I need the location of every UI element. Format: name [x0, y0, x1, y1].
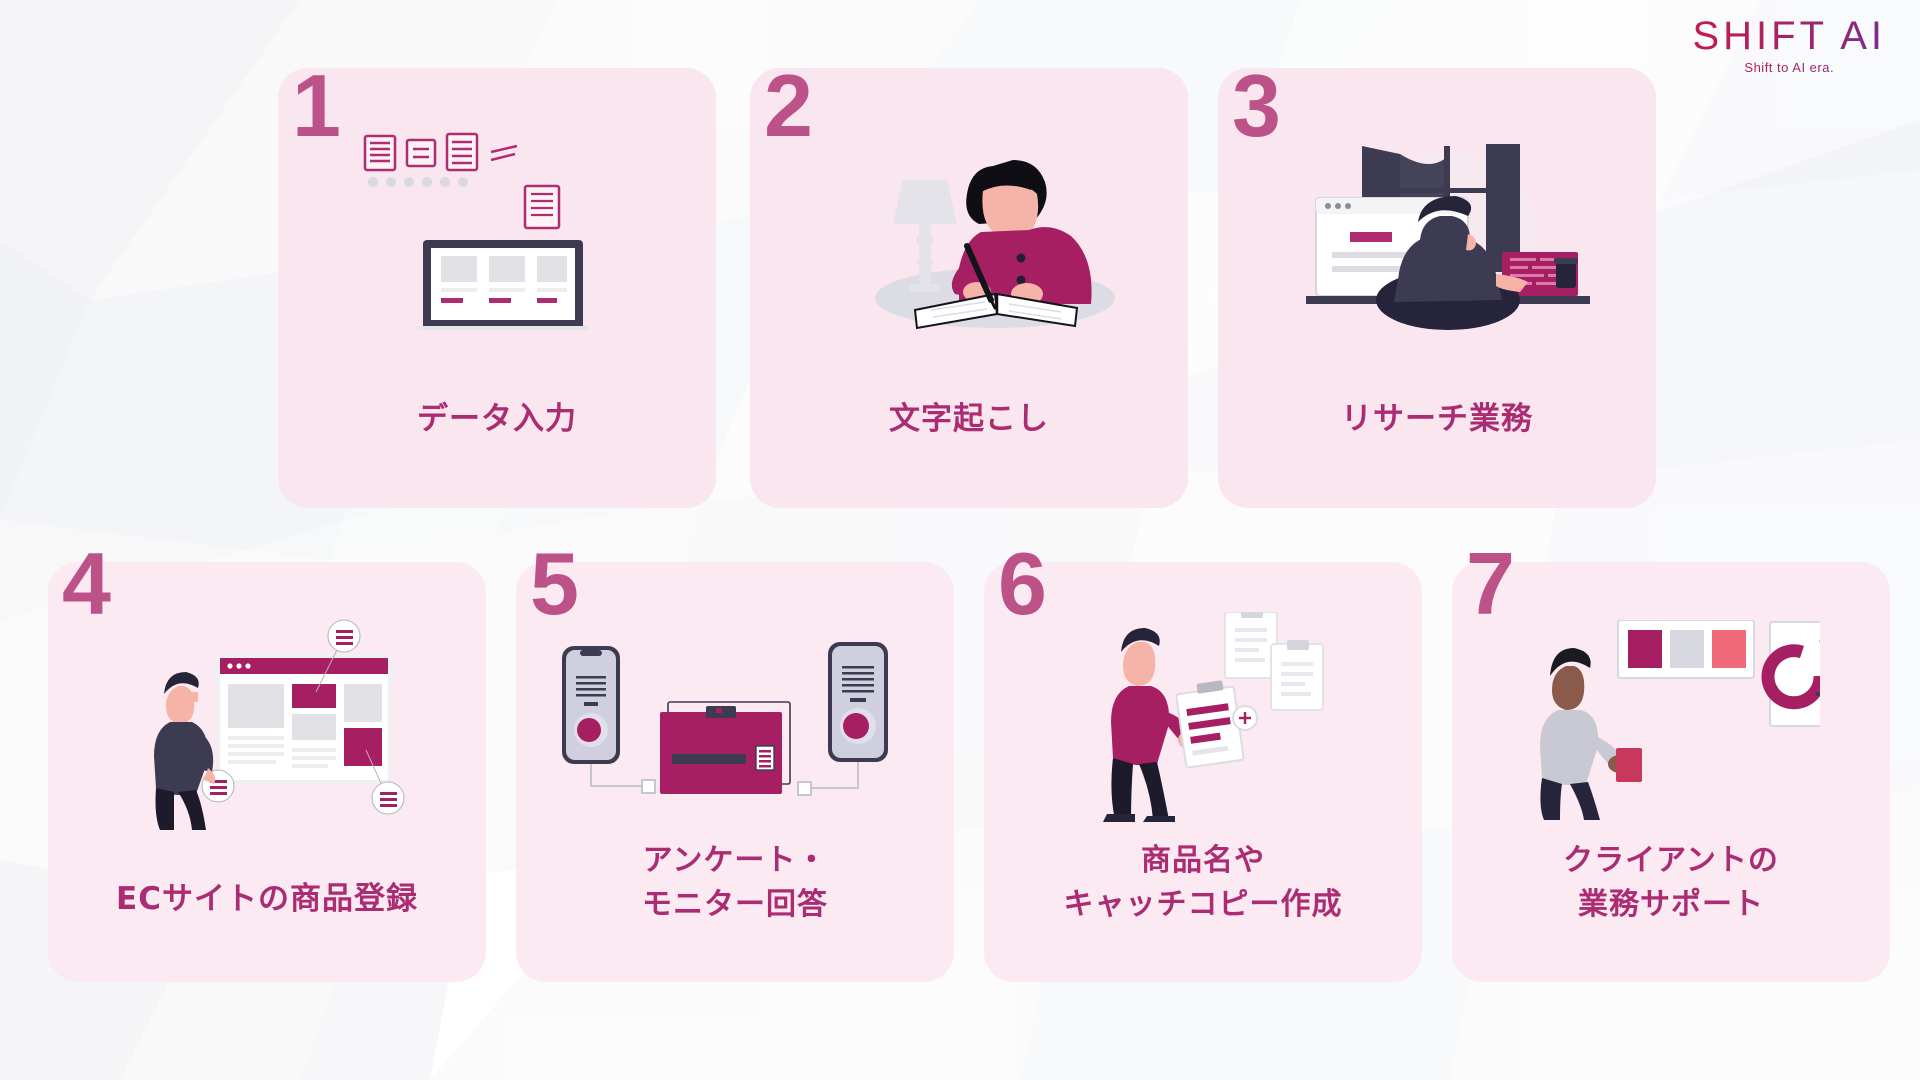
card-6[interactable]	[984, 562, 1422, 982]
card-4-label: ECサイトの商品登録	[116, 881, 418, 917]
card-3-label: リサーチ業務	[1341, 401, 1533, 437]
brand-logo: SHIFT AI Shift to AI era.	[1692, 16, 1886, 74]
person-writing-notebook-icon	[855, 128, 1135, 333]
person-webpage-products-icon	[140, 610, 410, 830]
card-7-label-line1: クライアントの	[1563, 843, 1779, 878]
person-palette-chart-icon	[1520, 620, 1820, 820]
card-6-label-line2: キャッチコピー作成	[1063, 887, 1343, 922]
card-6-label-line1: 商品名や	[1141, 843, 1265, 878]
card-7-label-line2: 業務サポート	[1578, 887, 1764, 922]
person-at-desk-browser-icon	[1290, 140, 1590, 330]
card-2-label: 文字起こし	[889, 401, 1049, 437]
desktop-monitor-documents-icon	[355, 130, 645, 330]
logo-text: SHIFT AI	[1692, 14, 1886, 58]
card-4-number: 4	[62, 534, 111, 633]
logo-tagline: Shift to AI era.	[1692, 61, 1886, 74]
card-1-label: データ入力	[417, 401, 577, 437]
phones-survey-card-icon	[560, 640, 890, 820]
card-6-number: 6	[998, 534, 1047, 633]
card-3-number: 3	[1232, 56, 1281, 155]
person-clipboard-documents-icon	[1085, 612, 1335, 822]
card-5-number: 5	[530, 534, 579, 633]
card-2-number: 2	[764, 56, 813, 155]
card-1-number: 1	[292, 56, 341, 155]
card-5-label-line2: モニター回答	[642, 887, 828, 922]
card-5-label-line1: アンケート・	[642, 843, 828, 878]
card-7-number: 7	[1466, 534, 1515, 633]
